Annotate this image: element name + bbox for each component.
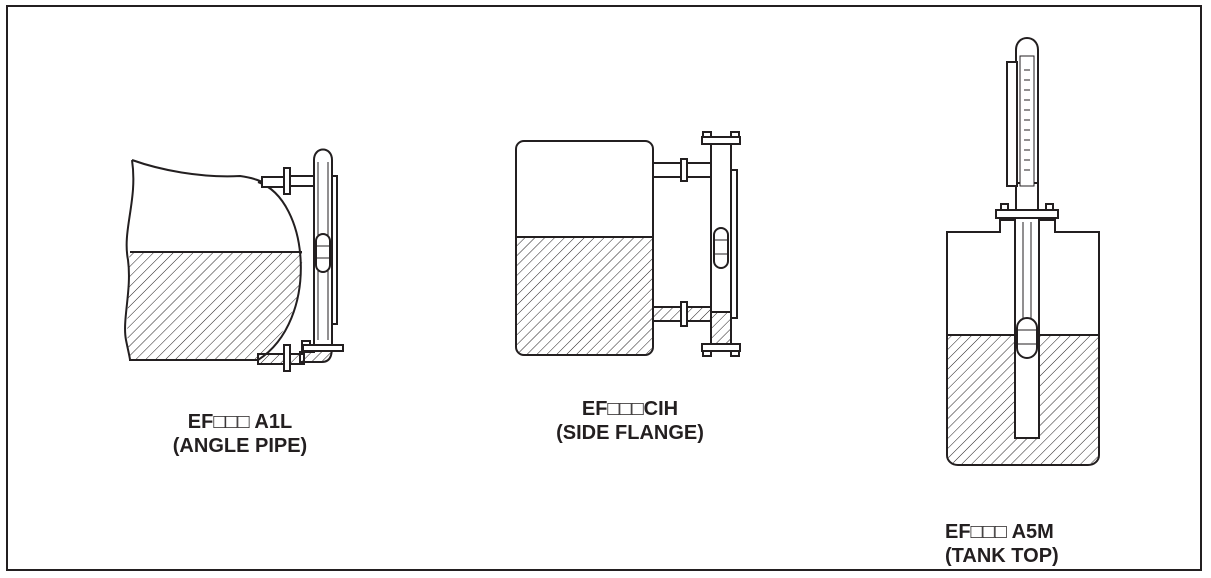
mounting-label: (ANGLE PIPE) (172, 435, 308, 457)
caption-side-flange: EF□□□CIH (SIDE FLANGE) (530, 397, 730, 445)
float (315, 233, 331, 273)
side-flange-diagram (515, 131, 741, 357)
liquid-level (127, 252, 303, 360)
liquid-level (517, 237, 652, 354)
caption-angle-pipe: EF□□□ A1L (ANGLE PIPE) (140, 410, 340, 458)
tank-body (124, 159, 263, 361)
figure-frame (6, 5, 1202, 571)
model-label: EF□□□ A1L (187, 411, 293, 433)
tank-top-diagram (946, 37, 1100, 466)
angle-pipe-diagram (124, 148, 344, 372)
model-label: EF□□□CIH (581, 398, 679, 420)
float (1016, 317, 1038, 359)
model-label: EF□□□ A5M (945, 521, 1054, 543)
caption-tank-top: EF□□□ A5M (TANK TOP) (945, 520, 1115, 568)
mounting-label: (TANK TOP) (945, 545, 1059, 567)
level-scale (1006, 61, 1018, 187)
float (713, 227, 729, 269)
mounting-label: (SIDE FLANGE) (556, 422, 704, 444)
